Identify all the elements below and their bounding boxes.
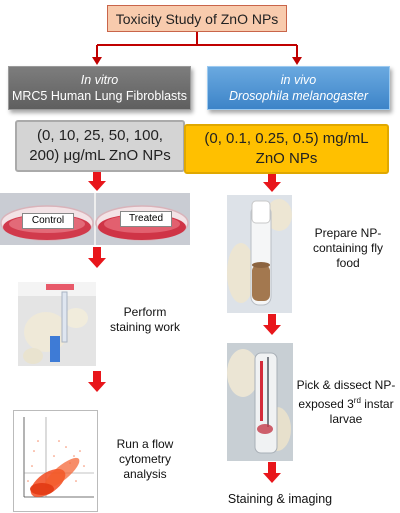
fly-food-step-line2: containing fly (312, 241, 384, 255)
in-vitro-header: In vitro MRC5 Human Lung Fibroblasts (8, 66, 191, 110)
in-vitro-conc-line1: (0, 10, 25, 50, 100, (37, 127, 163, 144)
flow-cytometry-plot (13, 410, 98, 512)
arrow-down-icon (88, 170, 106, 191)
flow-cytometry-step-label: Run a flow cytometry analysis (100, 437, 190, 482)
dissect-step-line2: exposed 3rd instar (292, 393, 400, 412)
fly-food-step-line3: food (336, 256, 360, 270)
in-vitro-model: MRC5 Human Lung Fibroblasts (11, 89, 188, 103)
final-step-label: Staining & imaging (227, 492, 333, 506)
treated-dish-label: Treated (120, 211, 172, 227)
in-vivo-conc-line1: (0, 0.1, 0.25, 0.5) mg/mL (204, 130, 369, 147)
fly-food-vial-illustration (227, 195, 292, 313)
in-vitro-label: In vitro (80, 73, 119, 87)
in-vitro-concentrations: (0, 10, 25, 50, 100, 200) μg/mL ZnO NPs (15, 120, 185, 172)
arrow-down-icon (263, 314, 281, 335)
larvae-dissection-illustration (227, 343, 293, 461)
in-vivo-header: in vivo Drosophila melanogaster (207, 66, 390, 110)
staining-hands-illustration (18, 282, 96, 366)
fly-food-step-line1: Prepare NP- (314, 226, 382, 240)
control-dish-label: Control (22, 213, 74, 229)
larvae-dissection-photo (227, 343, 293, 461)
dissect-step-label: Pick & dissect NP- exposed 3rd instar la… (292, 378, 400, 427)
flow-step-line2: cytometry (118, 452, 171, 466)
in-vivo-concentrations: (0, 0.1, 0.25, 0.5) mg/mL ZnO NPs (184, 124, 389, 174)
dissect-step-line2-pre: exposed 3 (298, 397, 354, 411)
arrow-down-icon (88, 247, 106, 268)
diagram-title: Toxicity Study of ZnO NPs (107, 5, 287, 32)
petri-dish-photo: Control Treated (0, 193, 190, 245)
in-vivo-label: in vivo (280, 73, 317, 87)
staining-photo (18, 282, 96, 366)
in-vitro-conc-line2: 200) μg/mL ZnO NPs (29, 147, 171, 164)
dissect-step-line3: larvae (329, 412, 363, 426)
title-branch-connector (92, 32, 302, 65)
arrow-down-icon (263, 462, 281, 483)
dissect-step-line1: Pick & dissect NP- (296, 378, 396, 392)
fly-food-step-label: Prepare NP- containing fly food (296, 226, 400, 271)
flow-cytometry-scatter (14, 411, 97, 511)
diagram-title-text: Toxicity Study of ZnO NPs (115, 10, 279, 27)
in-vivo-model: Drosophila melanogaster (229, 89, 368, 103)
dissect-step-line2-post: instar (360, 397, 394, 411)
in-vivo-conc-line2: ZnO NPs (255, 150, 318, 167)
fly-food-vial-photo (227, 195, 292, 313)
flow-step-line3: analysis (123, 467, 167, 481)
arrow-down-icon (263, 171, 281, 192)
staining-step-line1: Perform (123, 305, 167, 319)
staining-step-label: Perform staining work (100, 305, 190, 335)
dissect-step-line2-sup: rd (353, 396, 361, 405)
arrow-down-icon (88, 371, 106, 392)
staining-step-line2: staining work (109, 320, 181, 334)
flow-step-line1: Run a flow (116, 437, 174, 451)
